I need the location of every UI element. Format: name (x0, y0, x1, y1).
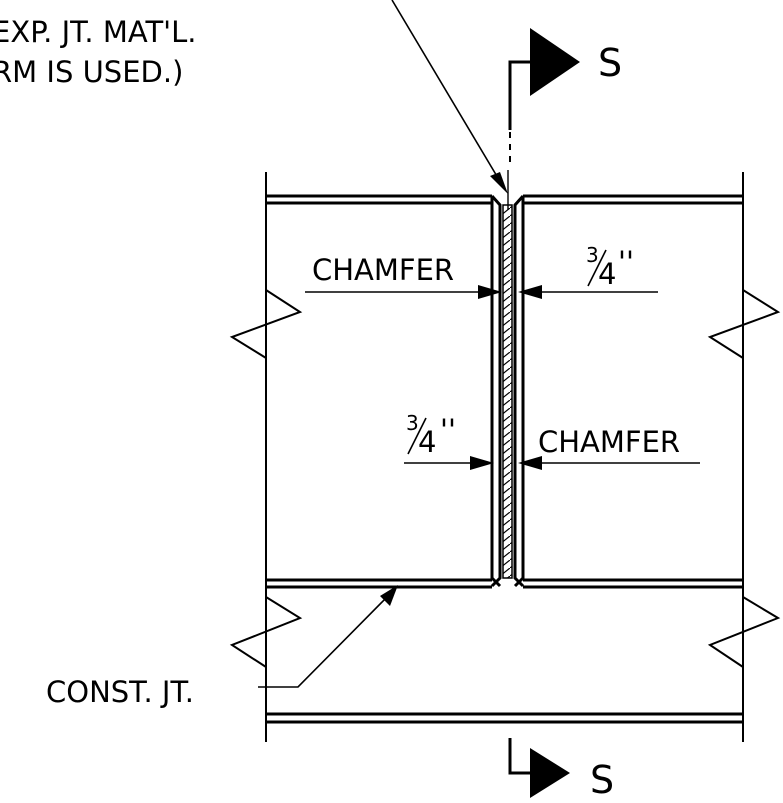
dim-upper-inch-mark: '' (618, 245, 634, 279)
section-bracket-top (508, 60, 532, 130)
joint-right-outer-edge (513, 196, 525, 588)
dimension-lower-fraction: 3 4 '' (406, 411, 456, 459)
chamfer-top-arrow-left (478, 285, 502, 299)
joint-right-inner-edge (513, 195, 525, 588)
dim-lower-numerator: 3 (406, 411, 419, 435)
dim-upper-numerator: 3 (586, 243, 599, 267)
chamfer-top-arrow-right (518, 285, 542, 299)
const-jt-label: CONST. JT. (46, 675, 194, 709)
section-arrow-top (530, 28, 580, 96)
const-jt-leader-line (258, 595, 389, 688)
break-line-left-lower (229, 596, 303, 668)
note-line-2: RM IS USED.) (0, 55, 183, 89)
note-leader-line (391, 0, 499, 179)
const-jt-leader-arrowhead (380, 585, 398, 606)
section-bracket-bottom (508, 738, 532, 775)
note-leader-arrowhead (490, 172, 508, 194)
joint-left-outer-edge (490, 196, 502, 588)
section-label-top: S (598, 41, 622, 85)
break-line-right-upper (707, 289, 781, 359)
dim-lower-inch-mark: '' (440, 413, 456, 447)
break-line-left-upper (229, 289, 303, 359)
chamfer-label-top: CHAMFER (312, 253, 454, 287)
dim-lower-fraction-bar (407, 417, 427, 455)
dim-lower-denominator: 4 (418, 425, 436, 459)
section-label-bottom: S (590, 758, 614, 802)
break-line-right-lower (707, 596, 781, 668)
section-arrow-bottom (530, 748, 570, 798)
joint-left-inner-edge (490, 195, 502, 588)
dimension-upper-fraction: 3 4 '' (586, 243, 634, 291)
chamfer-bottom-arrow-right (518, 456, 542, 470)
note-line-1: EXP. JT. MAT'L. (0, 15, 197, 49)
dim-upper-fraction-bar (587, 249, 607, 287)
chamfer-label-bottom: CHAMFER (538, 425, 680, 459)
expansion-joint-material (502, 204, 513, 579)
dim-upper-denominator: 4 (598, 257, 616, 291)
chamfer-bottom-arrow-left (470, 456, 494, 470)
